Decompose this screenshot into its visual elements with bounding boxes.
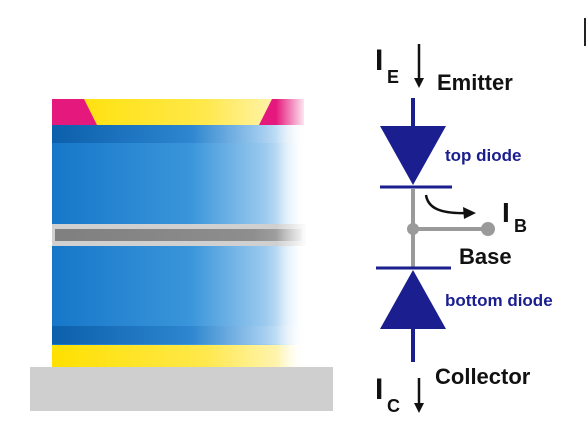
substrate (30, 367, 333, 411)
base-terminal-dot (481, 222, 495, 236)
bottom-diode-label: bottom diode (445, 291, 553, 310)
edge-marker (584, 18, 586, 46)
collector-label: Collector (435, 364, 531, 389)
device-cross-section (30, 99, 333, 411)
base-current-subscript: B (514, 216, 527, 236)
right-edge-fade (276, 99, 306, 367)
circuit-schematic: I E Emitter top diode I B Base bottom di… (375, 44, 553, 416)
base-current-arrow (424, 194, 469, 215)
emitter-current-label: I (375, 44, 383, 77)
collector-contact-layer (52, 345, 304, 367)
top-diode-symbol (380, 126, 446, 185)
bottom-diode-symbol (380, 270, 446, 329)
upper-blue-dark-stripe (52, 125, 304, 143)
emitter-current-arrowhead (414, 78, 424, 88)
base-current-label: I (502, 197, 510, 228)
top-diode-label: top diode (445, 146, 521, 165)
base-current-arrowhead (463, 207, 476, 219)
base-label: Base (459, 244, 512, 269)
base-bar (55, 229, 302, 241)
collector-current-arrowhead (414, 403, 424, 413)
emitter-label: Emitter (437, 70, 513, 95)
emitter-current-subscript: E (387, 67, 399, 87)
collector-current-label: I (375, 373, 383, 406)
left-magenta-pad (52, 99, 97, 125)
lower-blue-dark-stripe (52, 326, 304, 344)
collector-current-subscript: C (387, 396, 400, 416)
base-junction-dot (407, 223, 419, 235)
